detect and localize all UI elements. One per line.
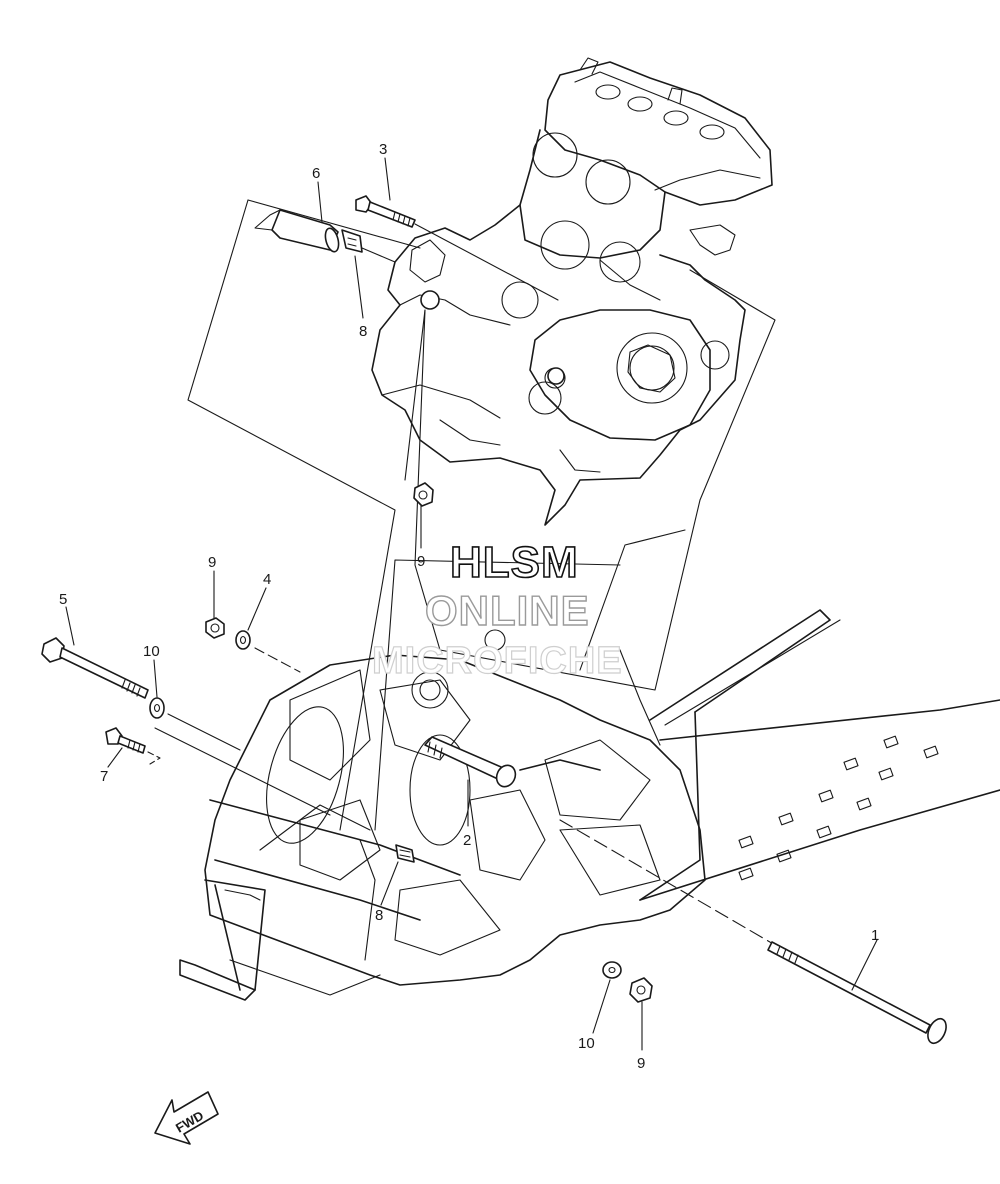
callout-9-bottom: 9 (637, 1055, 645, 1072)
frame-assembly (179, 609, 1000, 1001)
callout-6: 6 (312, 165, 320, 182)
part-2-collar (424, 736, 517, 788)
tunnel-holes (738, 735, 939, 881)
callout-9-left: 9 (208, 554, 216, 571)
part-6-collar (254, 209, 340, 253)
part-5-bolt (41, 637, 149, 699)
part-4-washer (235, 630, 301, 673)
part-8-upper-bushing (341, 229, 396, 263)
watermark-line-1: HLSM (450, 538, 579, 587)
part-9-engine-nut (413, 482, 434, 507)
callout-5: 5 (59, 591, 67, 608)
callout-1: 1 (871, 927, 879, 944)
callout-8-bottom: 8 (375, 907, 383, 924)
engine-assembly (371, 57, 773, 526)
callout-8-top: 8 (359, 323, 367, 340)
part-10-left-washer (149, 697, 331, 816)
fwd-arrow-icon: FWD (154, 1091, 219, 1145)
callout-10-left: 10 (143, 643, 160, 660)
callout-7: 7 (100, 768, 108, 785)
watermark-line-2: ONLINE (425, 587, 590, 634)
callout-9-engine: 9 (417, 553, 425, 570)
watermark-line-3: MICROFICHE (372, 640, 623, 682)
part-3-bolt (355, 195, 559, 301)
watermark: HLSM ONLINE MICROFICHE (371, 537, 623, 682)
callout-2: 2 (463, 832, 471, 849)
mount-outline-lines (187, 199, 776, 831)
part-1-through-bolt (559, 819, 947, 1045)
callout-10-bottom: 10 (578, 1035, 595, 1052)
part-10-bottom-washer (602, 961, 622, 979)
callout-4: 4 (263, 571, 271, 588)
part-9-left-nut (205, 617, 225, 639)
callout-3: 3 (379, 141, 387, 158)
part-7-bolt (105, 727, 161, 765)
part-9-bottom-nut (629, 977, 653, 1003)
part-8-lower-bushing (395, 844, 415, 863)
callout-labels: 1 2 3 4 5 6 7 8 8 9 9 9 10 10 (59, 141, 879, 1072)
leader-lines (65, 157, 878, 1051)
